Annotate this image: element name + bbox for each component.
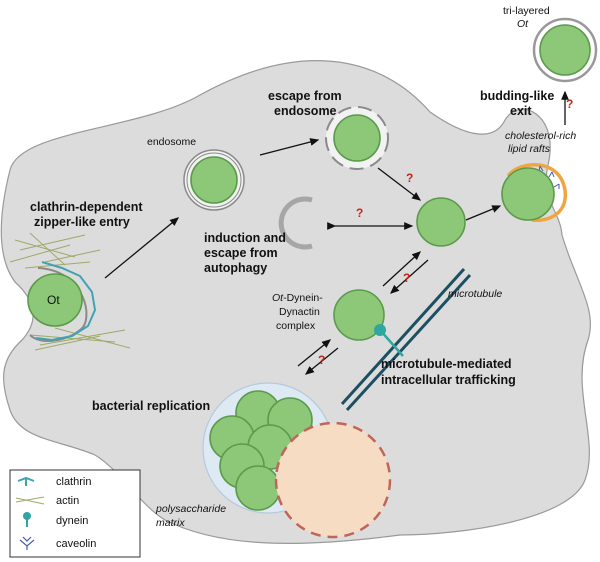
arrow-entry-to-endosome [104,217,180,279]
caveolin-icon [19,536,35,550]
tri-layered-label: tri-layered [503,5,550,17]
replication-label: bacterial replication [92,399,210,413]
dynein-complex-label-2: Dynactin [279,306,320,318]
autophagy-label-2: escape from [204,246,278,260]
autophagy-label: induction and [204,231,286,245]
dynein-complex-label-1: Ot-Dynein- [272,292,323,304]
host-cell [0,60,592,544]
autophagy-question: ? [356,206,363,220]
budding-question: ? [566,97,573,111]
endosome-label: endosome [147,136,196,148]
budding-exit-label-2: exit [510,104,532,118]
cytosolic-bacterium [416,197,466,247]
escaping-bacterium [333,114,381,162]
legend: clathrin actin dynein caveolin [9,469,141,558]
actin-filaments-bottom [29,327,131,351]
endosome-inner [186,152,242,208]
matrix-label-2: matrix [156,517,185,529]
lipid-rafts-label: cholesterol-rich [505,130,576,142]
microtubule-label: microtubule [448,288,502,300]
legend-label-clathrin: clathrin [56,476,91,488]
vacuole [274,421,392,539]
escape-question: ? [406,171,413,185]
arrow-escape-to-cytosol [377,167,422,201]
lipid-raft-membrane [506,163,567,223]
legend-label-actin: actin [56,495,79,507]
arrow-replication-to-dynein-b [304,347,339,375]
tri-layered-ot [539,24,591,76]
replication-question: ? [318,353,325,367]
dynein-head [374,324,386,336]
dynein-icon [23,512,31,527]
arrow-dynein-to-cytosol-a [382,251,421,287]
lipid-rafts-label-2: lipid rafts [508,143,551,155]
clathrin-coat [35,261,97,342]
tri-layered-ot-label: Ot [517,18,529,30]
budding-exit-label: budding-like [480,89,554,103]
trafficking-label-2: intracellular trafficking [381,373,516,387]
endosome-bacterium [190,156,238,204]
exiting-bacterium [501,167,555,221]
bacterial-colony [209,390,313,511]
matrix-label: polysaccharide [155,503,226,515]
escape-endosome-label-2: endosome [274,104,337,118]
dynein-complex-label-3: complex [276,320,316,332]
dynein-question: ? [403,271,410,285]
arrow-endosome-to-escape [259,138,320,156]
arrow-dynein-to-cytosol-b [390,259,429,294]
autophagosome-membrane [278,196,313,250]
dynein-bacterium [333,289,385,341]
escape-endosome-label: escape from [268,89,342,103]
entering-bacterium [27,273,83,327]
legend-label-dynein: dynein [56,515,88,527]
entry-label-2: zipper-like entry [34,215,130,229]
legend-label-caveolin: caveolin [56,538,96,550]
autophagy-label-3: autophagy [204,261,267,275]
actin-filaments-top [9,232,101,269]
actin-icon [15,496,45,505]
arrow-replication-to-dynein-a [297,339,332,367]
microtubule-filament-1 [345,273,472,412]
clathrin-icon [17,476,35,486]
ot-label: Ot [47,293,60,307]
arrow-to-exit [465,205,502,221]
trafficking-label: microtubule-mediated [381,357,512,371]
entry-label: clathrin-dependent [30,200,143,214]
microtubule-filament-2 [340,267,466,406]
